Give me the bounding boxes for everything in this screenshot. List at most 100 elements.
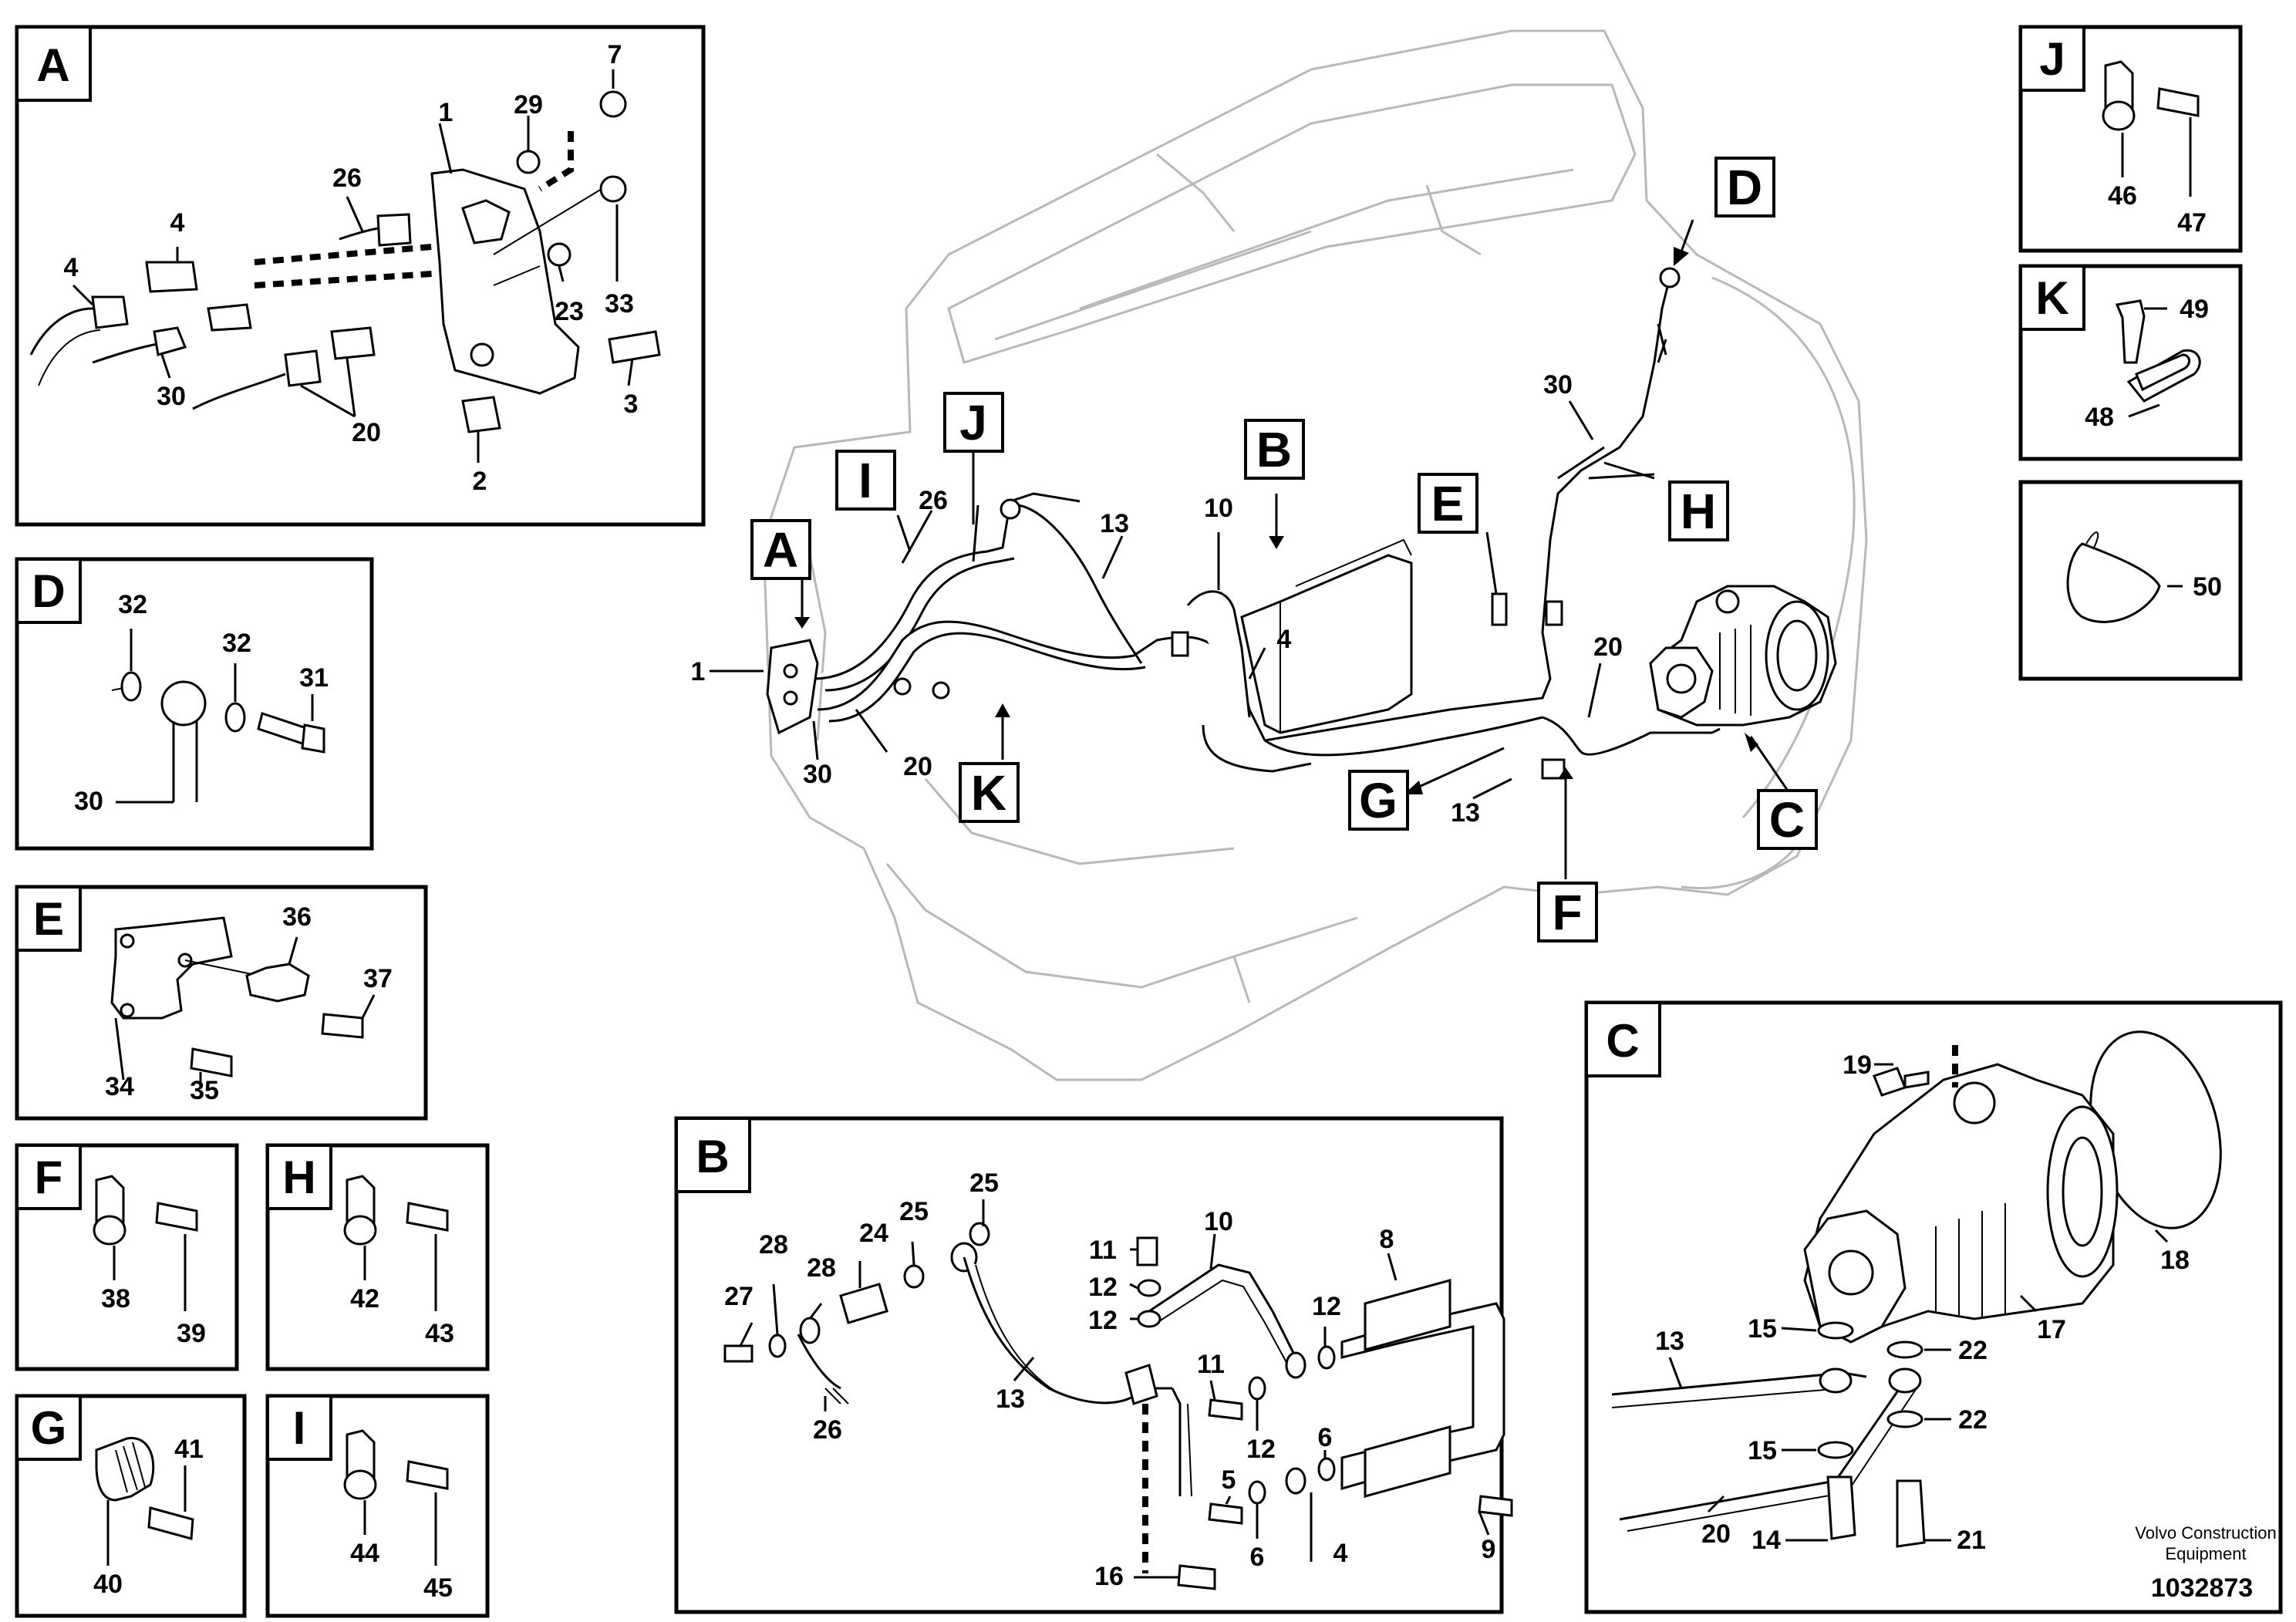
callout: 9	[1482, 1535, 1496, 1564]
detail-panel-e: E 36 37 34 35	[15, 885, 428, 1121]
document-number: 1032873	[2151, 1573, 2253, 1603]
callout: 46	[2108, 181, 2137, 211]
callout: 30	[157, 382, 186, 411]
callout: 26	[919, 486, 948, 515]
detail-panel-d: D 32 32 31 30	[15, 557, 374, 851]
detail-panel-g: G 41 40	[15, 1394, 247, 1618]
callout: 27	[724, 1282, 754, 1311]
callout: 24	[859, 1219, 888, 1248]
callout: 38	[101, 1284, 130, 1313]
callout: 2	[473, 467, 487, 496]
view-letter-k: K	[971, 765, 1006, 821]
view-letter-c: C	[1769, 792, 1805, 848]
callout: 1	[691, 657, 706, 686]
callout: 6	[1250, 1543, 1265, 1572]
callout: 20	[1701, 1519, 1731, 1549]
callout: 20	[352, 418, 381, 447]
panel-letter: G	[31, 1402, 67, 1454]
callout: 7	[608, 40, 622, 69]
view-letter-g: G	[1359, 773, 1397, 828]
callout: 31	[299, 663, 329, 693]
callout: 29	[514, 90, 543, 120]
panel-letter: J	[2039, 33, 2065, 85]
callout: 13	[1451, 798, 1480, 828]
callout: 35	[190, 1076, 219, 1105]
callout: 25	[969, 1168, 999, 1198]
callout: 5	[1222, 1465, 1236, 1495]
panel-letter: F	[35, 1152, 63, 1203]
overview-view-letters: A I J B E D H K G F C	[750, 157, 1818, 943]
callout: 3	[624, 389, 639, 419]
callout: 48	[2085, 403, 2114, 432]
callout: 22	[1958, 1405, 1988, 1435]
detail-panel-f: F 38 39	[15, 1143, 239, 1371]
callout: 20	[1593, 632, 1623, 662]
callout: 1	[439, 98, 453, 127]
callout: 32	[118, 590, 147, 619]
view-letter-e: E	[1431, 476, 1465, 531]
view-letter-a: A	[763, 522, 798, 578]
overview-leaders	[710, 219, 1802, 879]
callout: 28	[807, 1253, 836, 1283]
panel-letter: E	[33, 893, 64, 945]
panel-letter: B	[696, 1131, 729, 1182]
callout: 18	[2160, 1246, 2190, 1275]
callout: 30	[803, 760, 832, 789]
callout: 6	[1318, 1423, 1333, 1452]
callout: 36	[282, 902, 312, 932]
view-letter-i: I	[858, 453, 872, 508]
callout: 4	[1333, 1539, 1348, 1568]
callout: 23	[555, 297, 584, 326]
detail-panel-c: C	[1584, 1000, 2283, 1614]
callout: 4	[170, 208, 185, 238]
detail-panel-j: J 46 47	[2018, 25, 2243, 253]
detail-panel-k: K 49 48	[2018, 264, 2243, 461]
detail-panel-i: I 44 45	[265, 1394, 490, 1618]
callout: 4	[64, 253, 79, 282]
callout: 12	[1312, 1292, 1341, 1321]
callout: 14	[1752, 1526, 1781, 1555]
callout: 12	[1246, 1435, 1276, 1464]
callout: 4	[1277, 625, 1292, 654]
callout: 32	[222, 629, 251, 658]
callout: 26	[332, 164, 362, 193]
panel-letter: C	[1606, 1015, 1639, 1067]
callout: 10	[1204, 1207, 1233, 1236]
callout: 11	[1089, 1236, 1117, 1265]
callout: 10	[1204, 494, 1233, 523]
callout: 22	[1958, 1336, 1988, 1365]
panel-letter: D	[32, 565, 65, 617]
callout: 13	[1100, 509, 1129, 538]
overview-callouts: 26 13 10 4 1 30 20 30 20 13	[691, 370, 1623, 828]
callout: 30	[74, 787, 103, 816]
callout: 8	[1380, 1225, 1394, 1254]
panel-letter: K	[2035, 272, 2068, 324]
callout: 43	[425, 1319, 454, 1348]
callout: 49	[2180, 295, 2209, 324]
callout: 12	[1088, 1273, 1118, 1302]
callout: 50	[2193, 572, 2222, 602]
callout: 11	[1197, 1350, 1225, 1379]
callout: 44	[350, 1539, 379, 1568]
callout: 28	[759, 1230, 788, 1259]
detail-panel-h: H 42 43	[265, 1143, 490, 1371]
callout: 40	[93, 1570, 123, 1599]
view-letter-b: B	[1256, 422, 1292, 477]
callout: 15	[1748, 1314, 1777, 1344]
callout: 41	[174, 1435, 204, 1464]
callout: 16	[1094, 1562, 1124, 1591]
detail-panel-a: A	[15, 25, 706, 527]
callout: 47	[2177, 208, 2207, 238]
view-letter-h: H	[1681, 484, 1716, 539]
view-letter-d: D	[1727, 160, 1762, 215]
callout: 15	[1748, 1436, 1777, 1465]
callout: 19	[1843, 1050, 1872, 1080]
callout: 26	[813, 1415, 842, 1445]
callout: 12	[1088, 1306, 1118, 1335]
panel-letter: H	[282, 1152, 315, 1203]
callout: 33	[605, 289, 634, 319]
panel-letter: I	[293, 1402, 306, 1454]
callout: 25	[899, 1197, 929, 1226]
view-letter-j: J	[959, 395, 987, 450]
callout: 42	[350, 1284, 379, 1313]
